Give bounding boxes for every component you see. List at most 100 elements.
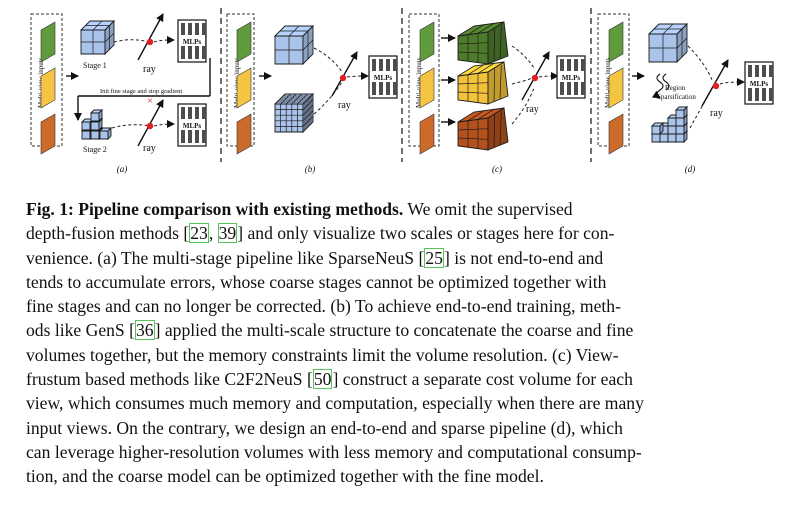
view-image (608, 21, 624, 63)
view-image (419, 21, 435, 63)
panel-label-a: (a) (117, 164, 128, 174)
dashed-connector (111, 124, 151, 129)
view-image (236, 21, 252, 63)
figure-number: Fig. 1: (26, 199, 79, 219)
citation-link[interactable]: 50 (312, 369, 333, 390)
view-image (608, 113, 624, 155)
dashed-connector (511, 87, 535, 125)
caption-line-2: depth-fusion methods [23, 39] and only v… (26, 223, 615, 244)
dashed-connector (719, 78, 745, 87)
stage1-label: Stage 1 (83, 61, 107, 70)
coarse-volume-a (79, 19, 116, 56)
caption-line-11: can leverage higher-resolution volumes w… (26, 441, 642, 462)
dashed-connector (346, 72, 369, 81)
views-box-d (597, 13, 630, 147)
sparse-voxel (650, 121, 665, 136)
ray-line (331, 51, 358, 97)
ray-sample-dot (712, 82, 720, 90)
mlps-label: MLPs (750, 80, 769, 88)
ray-label: ray (710, 108, 723, 119)
frustum-yellow (457, 61, 509, 105)
view-image (236, 67, 252, 109)
ray-sample-dot (531, 74, 539, 82)
mlps-c: MLPs (556, 55, 586, 99)
dashed-connector (313, 81, 343, 115)
dashed-connector (313, 47, 343, 73)
citation-link[interactable]: 23 (189, 223, 209, 244)
coarse-volume-b (273, 24, 315, 66)
view-image (40, 21, 56, 63)
dashed-connector (538, 72, 559, 81)
dashed-connector (511, 77, 533, 85)
ray-label: ray (143, 64, 156, 75)
mlps-a1: MLPs (177, 19, 207, 63)
caption-line-4: tends to accumulate errors, whose coarse… (26, 271, 607, 292)
sparse-voxel (674, 105, 689, 120)
stage2-label: Stage 2 (83, 145, 107, 154)
frustum-orange (457, 107, 509, 151)
coarse-volume-d (647, 22, 689, 64)
dashed-connector (153, 36, 175, 45)
sparse-voxel (89, 108, 104, 123)
citation-link[interactable]: 39 (217, 223, 238, 244)
frustum-green (457, 21, 509, 65)
view-image (40, 67, 56, 109)
ray-sample-dot (146, 38, 154, 46)
fine-volume-b (273, 92, 315, 134)
mlps-label: MLPs (562, 74, 581, 82)
init-fine-label: Init fine stage and stop gradient (100, 88, 182, 95)
views-b (236, 21, 252, 155)
ray-label: ray (143, 143, 156, 154)
mlps-label: MLPs (183, 122, 202, 130)
caption-line-7: volumes together, but the memory constra… (26, 344, 619, 365)
caption-line-3: venience. (a) The multi-stage pipeline l… (26, 247, 604, 268)
panel-label-d: (d) (685, 164, 696, 174)
panel-label-b: (b) (305, 164, 316, 174)
citation-link[interactable]: 36 (134, 320, 155, 341)
views-label: Multi-view inputs (604, 57, 612, 108)
caption-line-12: tion, and the coarse model can be optimi… (26, 466, 544, 487)
figure-caption: Fig. 1: Pipeline comparison with existin… (26, 197, 776, 489)
dashed-connector (687, 45, 713, 81)
dashed-connector (511, 45, 535, 69)
panel-label-c: (c) (492, 164, 502, 174)
views-box-a (30, 13, 63, 147)
dashed-connector (153, 120, 175, 129)
caption-line-10: input views. On the contrary, we design … (26, 417, 623, 438)
views-label: Multi-view inputs (415, 57, 423, 108)
view-image (236, 113, 252, 155)
caption-line-6: ods like GenS [36] applied the multi-sca… (26, 320, 634, 341)
ray-label: ray (338, 100, 351, 111)
ray-sample-dot (146, 122, 154, 130)
ray-sample-dot (339, 74, 347, 82)
sparsification-label: Sparsification (657, 93, 696, 101)
mlps-label: MLPs (183, 38, 202, 46)
region-label: Region (665, 84, 686, 92)
view-image (419, 67, 435, 109)
ray-label: ray (526, 104, 539, 115)
sparse-voxel (98, 126, 113, 141)
mlps-d: MLPs (744, 61, 774, 105)
mlps-a2: MLPs (177, 103, 207, 147)
view-image (419, 113, 435, 155)
caption-line-9: view, which consumes much memory and com… (26, 393, 644, 414)
ray-line (137, 13, 164, 61)
stop-gradient-mark: × (147, 95, 153, 107)
view-image (608, 67, 624, 109)
citation-link[interactable]: 25 (424, 247, 444, 268)
view-image (40, 113, 56, 155)
caption-line-1: Fig. 1: Pipeline comparison with existin… (26, 199, 573, 219)
caption-line-5: fine stages and can no longer be correct… (26, 296, 621, 317)
figure-title: Pipeline comparison with existing method… (78, 199, 404, 219)
views-c (419, 21, 435, 155)
sparsification-arrow (651, 73, 664, 99)
dashed-connector (113, 39, 151, 43)
views-a (40, 21, 56, 155)
caption-line-8: frustum based methods like C2F2NeuS [50]… (26, 369, 633, 390)
mlps-b: MLPs (368, 55, 398, 99)
views-d (608, 21, 624, 155)
mlps-label: MLPs (374, 74, 393, 82)
sparsification-arrow (662, 73, 670, 91)
